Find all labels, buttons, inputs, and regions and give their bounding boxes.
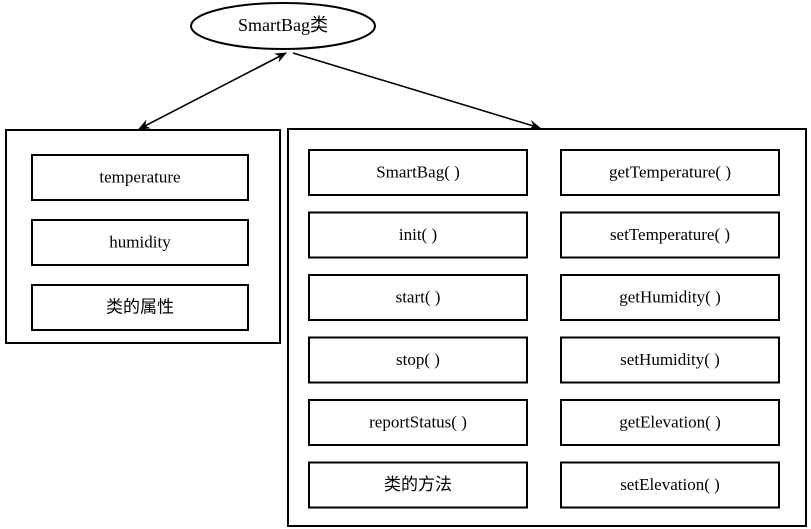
method-left-box: init( ) — [308, 211, 528, 259]
method-right-box: setElevation( ) — [560, 461, 780, 509]
method-right-label: setElevation( ) — [620, 475, 720, 494]
method-left-label: 类的方法 — [384, 475, 452, 494]
method-left-box-frame — [308, 336, 528, 384]
attribute-label: temperature — [99, 167, 180, 186]
method-left-label: reportStatus( ) — [369, 412, 467, 431]
methods-panel: SmartBag( ) init( ) start( ) stop( ) reportS… — [287, 128, 807, 527]
attribute-box: humidity — [31, 219, 249, 266]
method-right-box-frame — [560, 149, 780, 196]
method-left-box-frame — [308, 461, 528, 509]
method-left-box-frame — [308, 274, 528, 321]
method-right-box-frame — [560, 336, 780, 384]
method-left-box: start( ) — [308, 274, 528, 321]
method-left-label: start( ) — [396, 287, 441, 306]
method-right-box-frame — [560, 461, 780, 509]
method-left-box: stop( ) — [308, 336, 528, 384]
attribute-box: 类的属性 — [31, 284, 249, 331]
method-right-label: getElevation( ) — [619, 412, 721, 431]
method-right-label: getHumidity( ) — [619, 287, 721, 306]
attributes-panel: temperature humidity 类的属性 — [5, 129, 281, 344]
attribute-box-frame — [31, 154, 249, 201]
method-right-box-frame — [560, 399, 780, 446]
method-right-box-frame — [560, 211, 780, 259]
method-right-box-frame — [560, 274, 780, 321]
methods-right-column: getTemperature( ) setTemperature( ) getHum… — [560, 149, 780, 509]
arrow-class-to-methods — [292, 52, 541, 130]
class-node: SmartBag类 — [190, 2, 376, 50]
attribute-label: 类的属性 — [106, 297, 174, 316]
attribute-label: humidity — [109, 232, 171, 251]
method-right-box: getTemperature( ) — [560, 149, 780, 196]
method-right-box: setTemperature( ) — [560, 211, 780, 259]
method-left-box-frame — [308, 211, 528, 259]
class-ellipse — [190, 2, 376, 50]
attribute-box-frame — [31, 219, 249, 266]
method-right-box: getElevation( ) — [560, 399, 780, 446]
method-left-box-frame — [308, 399, 528, 446]
method-left-box: reportStatus( ) — [308, 399, 528, 446]
method-right-box: getHumidity( ) — [560, 274, 780, 321]
arrow-class-to-attributes — [138, 52, 287, 130]
method-right-label: getTemperature( ) — [609, 162, 731, 181]
method-left-label: init( ) — [399, 225, 437, 244]
method-left-box: 类的方法 — [308, 461, 528, 509]
methods-left-column: SmartBag( ) init( ) start( ) stop( ) reportS… — [308, 149, 528, 509]
method-left-box: SmartBag( ) — [308, 149, 528, 196]
attribute-box: temperature — [31, 154, 249, 201]
method-right-label: setTemperature( ) — [610, 225, 730, 244]
method-left-label: SmartBag( ) — [376, 162, 460, 181]
method-left-label: stop( ) — [396, 350, 440, 369]
attributes-list: temperature humidity 类的属性 — [31, 154, 249, 331]
method-right-box: setHumidity( ) — [560, 336, 780, 384]
method-right-label: setHumidity( ) — [620, 350, 720, 369]
class-name: SmartBag类 — [238, 15, 328, 35]
attribute-box-frame — [31, 284, 249, 331]
method-left-box-frame — [308, 149, 528, 196]
